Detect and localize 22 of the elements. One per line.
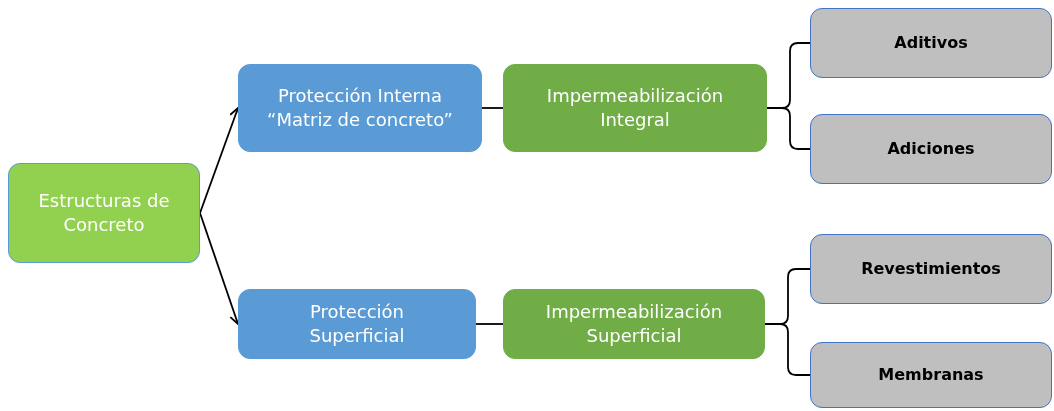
process-box [503, 64, 767, 152]
box-label: Membranas [878, 364, 984, 386]
category-box [810, 114, 1052, 184]
box-label: Adiciones [887, 138, 975, 160]
connector-line [764, 323, 811, 376]
box-label: Protección Superficial [308, 299, 406, 348]
connector-line [766, 107, 811, 150]
process-box [238, 289, 476, 359]
box-label: Aditivos [894, 32, 968, 54]
category-box [810, 8, 1052, 78]
box-label: Revestimientos [861, 258, 1001, 280]
process-box [8, 163, 200, 263]
box-label: Estructuras de Concreto [37, 188, 171, 237]
connector-line [481, 107, 504, 109]
process-box [503, 289, 765, 359]
process-box [238, 64, 482, 152]
box-label: Protección Interna “Matriz de concreto” [266, 83, 454, 132]
connector-line [475, 323, 504, 325]
category-box [810, 342, 1052, 408]
box-label: Impermeabilización Superficial [544, 299, 724, 348]
box-label: Impermeabilización Integral [545, 83, 725, 132]
category-box [810, 234, 1052, 304]
